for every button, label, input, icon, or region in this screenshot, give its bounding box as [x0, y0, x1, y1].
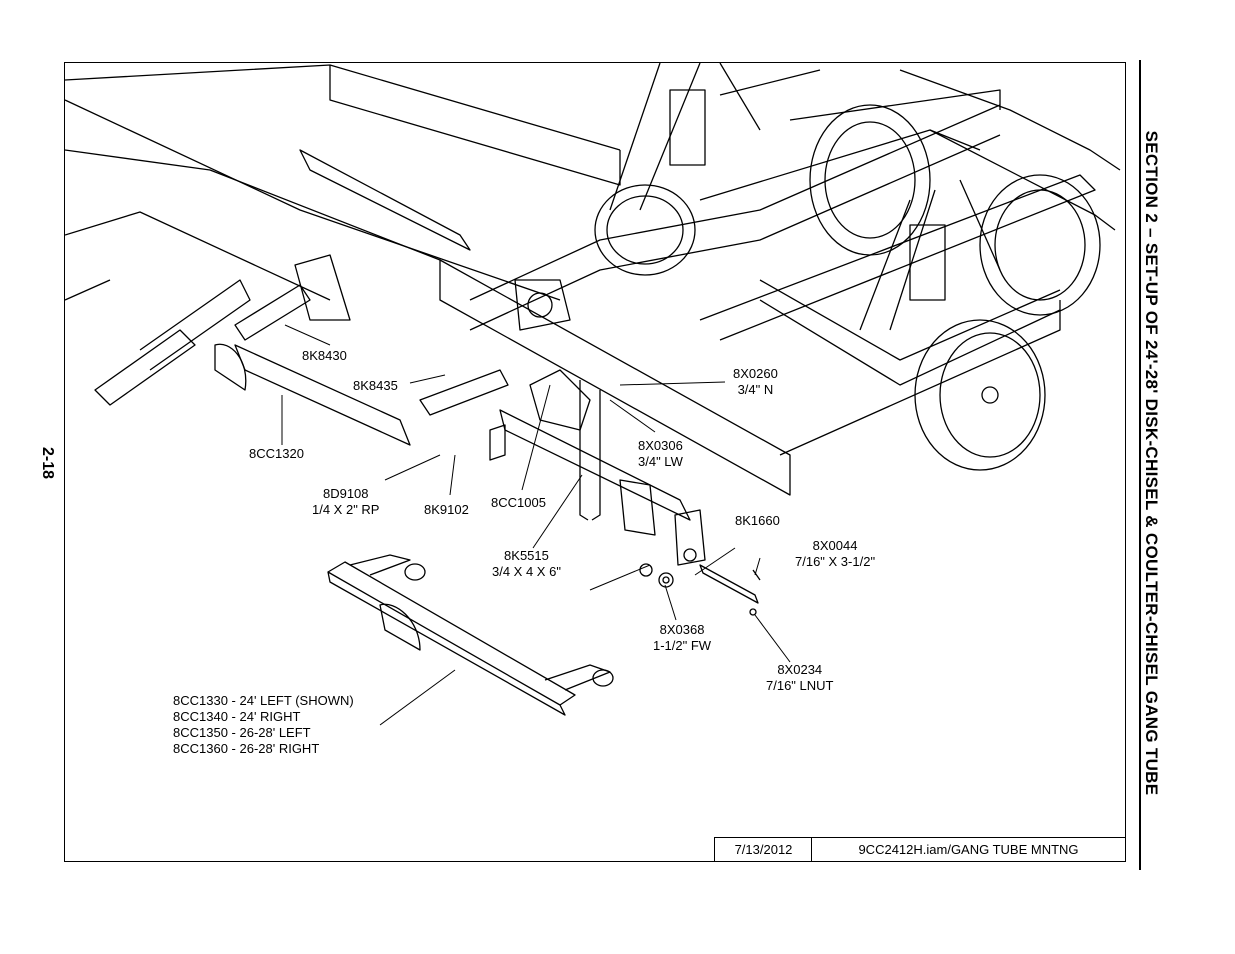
frame-rails [65, 64, 1121, 496]
callout-desc: 7/16" X 3-1/2" [795, 554, 876, 569]
callout-gang-tube-variants: 8CC1330 - 24' LEFT (SHOWN) 8CC1340 - 24'… [173, 693, 354, 757]
callout-part: 8CC1005 [491, 495, 546, 510]
callout-8k5515: 8K5515 3/4 X 4 X 6" [492, 548, 561, 580]
callout-part: 8X0044 [812, 538, 858, 553]
callout-desc: 1-1/2" FW [653, 638, 712, 653]
callout-part: 8K5515 [504, 548, 549, 563]
callout-part: 8X0234 [777, 662, 823, 677]
callout-part: 8K8435 [353, 378, 398, 393]
exploded-assembly-drawing [65, 63, 1121, 726]
callout-8x0044: 8X0044 7/16" X 3-1/2" [795, 538, 875, 570]
callout-part: 8X0260 [733, 366, 778, 381]
callout-part: 8X0368 [659, 622, 705, 637]
lower-rail [489, 409, 706, 566]
callout-8d9108: 8D9108 1/4 X 2" RP [312, 486, 379, 518]
callout-part: 8D9108 [322, 486, 369, 501]
callout-8k8435: 8K8435 [353, 378, 398, 394]
callout-line: 8CC1330 - 24' LEFT (SHOWN) [173, 693, 354, 708]
callout-8x0368: 8X0368 1-1/2" FW [653, 622, 711, 654]
callout-desc: 3/4 X 4 X 6" [492, 564, 561, 579]
tower-braces [609, 63, 1001, 331]
callout-part: 8K1660 [735, 513, 780, 528]
callout-8cc1320: 8CC1320 [249, 446, 304, 462]
leader-lines [281, 324, 791, 726]
callout-8k1660: 8K1660 [735, 513, 780, 529]
callout-8x0260: 8X0260 3/4" N [733, 366, 778, 398]
callout-line: 8CC1360 - 26-28' RIGHT [173, 741, 320, 756]
drawing-frame [64, 62, 1126, 862]
callout-part: 8K9102 [424, 502, 469, 517]
title-block-date: 7/13/2012 [714, 837, 812, 861]
callout-desc: 3/4" N [737, 382, 774, 397]
callout-line: 8CC1340 - 24' RIGHT [173, 709, 301, 724]
callout-8k8430: 8K8430 [302, 348, 347, 364]
callout-part: 8X0306 [638, 438, 683, 453]
callout-part: 8K8430 [302, 348, 347, 363]
callout-desc: 7/16" LNUT [766, 678, 834, 693]
callout-line: 8CC1350 - 26-28' LEFT [173, 725, 311, 740]
callout-8x0234: 8X0234 7/16" LNUT [766, 662, 833, 694]
callout-desc: 3/4" LW [638, 454, 683, 469]
lift-cylinders [94, 89, 946, 416]
section-rule [1139, 60, 1141, 870]
gang-tube-upper [214, 343, 411, 446]
title-block-file: 9CC2412H.iam/GANG TUBE MNTNG [811, 837, 1125, 861]
callout-8k9102: 8K9102 [424, 502, 469, 518]
callout-8x0306: 8X0306 3/4" LW [638, 438, 683, 470]
u-bolt [579, 380, 601, 521]
page-number: 2-18 [39, 446, 56, 480]
transport-wheels [594, 104, 1101, 471]
callout-part: 8CC1320 [249, 446, 304, 461]
section-title: SECTION 2 – SET-UP OF 24'-28' DISK-CHISE… [1142, 130, 1161, 796]
callout-desc: 1/4 X 2" RP [312, 502, 380, 517]
callout-8cc1005: 8CC1005 [491, 495, 546, 511]
gang-tube-lower [327, 554, 614, 716]
mount-brackets [294, 254, 591, 431]
